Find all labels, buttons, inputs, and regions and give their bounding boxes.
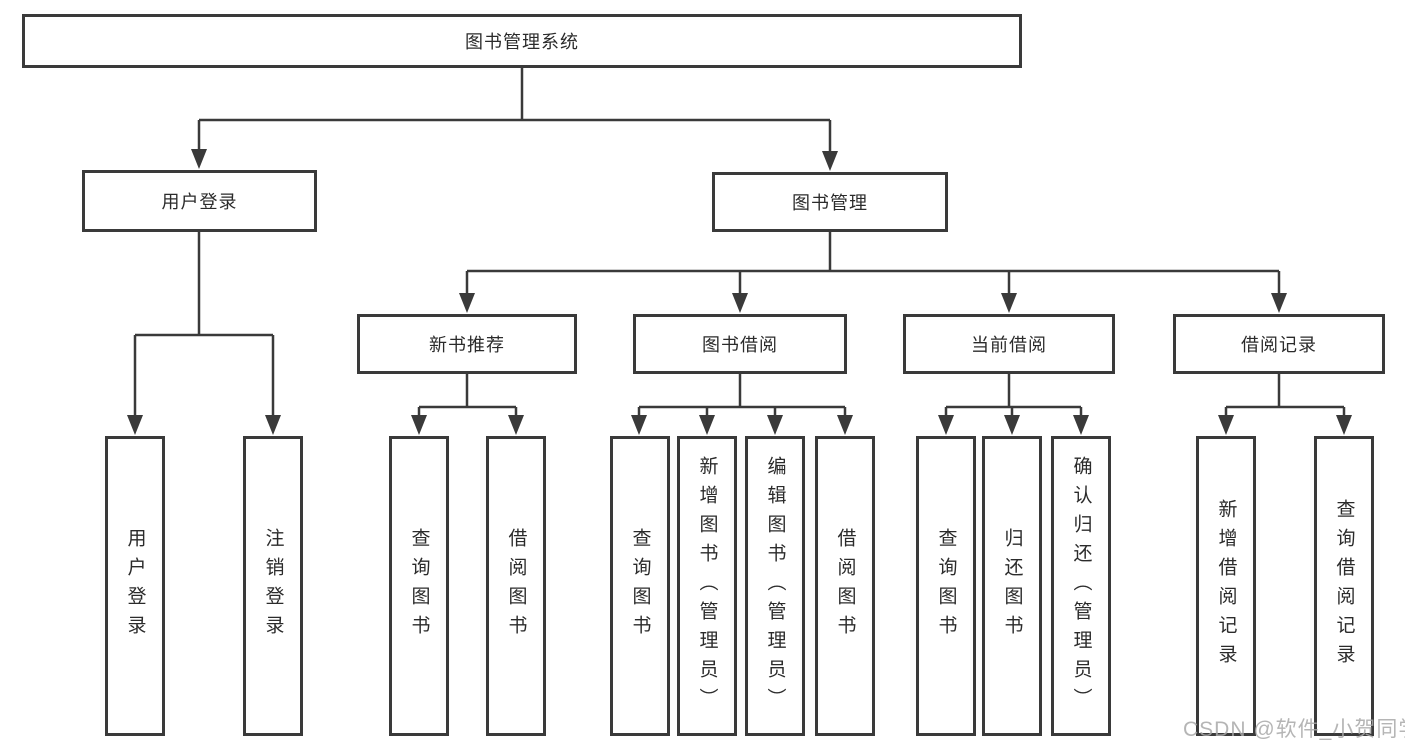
node-book-borrowing: 图书借阅 [633, 314, 847, 374]
leaf-borrow-books: 借阅图书 [486, 436, 546, 736]
leaf-query-books-3: 查询图书 [916, 436, 976, 736]
node-borrowing-records: 借阅记录 [1173, 314, 1385, 374]
leaf-borrow-books-2: 借阅图书 [815, 436, 875, 736]
node-library-system: 图书管理系统 [22, 14, 1022, 68]
leaf-query-books: 查询图书 [389, 436, 449, 736]
leaf-return-books: 归还图书 [982, 436, 1042, 736]
leaf-confirm-return-admin: 确认归还（管理员） [1051, 436, 1111, 736]
node-book-management: 图书管理 [712, 172, 948, 232]
node-current-borrowing: 当前借阅 [903, 314, 1115, 374]
leaf-logout: 注销登录 [243, 436, 303, 736]
arrowheads [127, 149, 1352, 435]
leaf-add-books-admin: 新增图书（管理员） [677, 436, 737, 736]
node-user-login: 用户登录 [82, 170, 317, 232]
leaf-user-login: 用户登录 [105, 436, 165, 736]
node-new-book-recommendation: 新书推荐 [357, 314, 577, 374]
watermark: CSDN @软件_小贺同学 [1183, 718, 1405, 741]
leaf-query-books-2: 查询图书 [610, 436, 670, 736]
leaf-edit-books-admin: 编辑图书（管理员） [745, 436, 805, 736]
leaf-query-borrow-record: 查询借阅记录 [1314, 436, 1374, 736]
leaf-add-borrow-record: 新增借阅记录 [1196, 436, 1256, 736]
